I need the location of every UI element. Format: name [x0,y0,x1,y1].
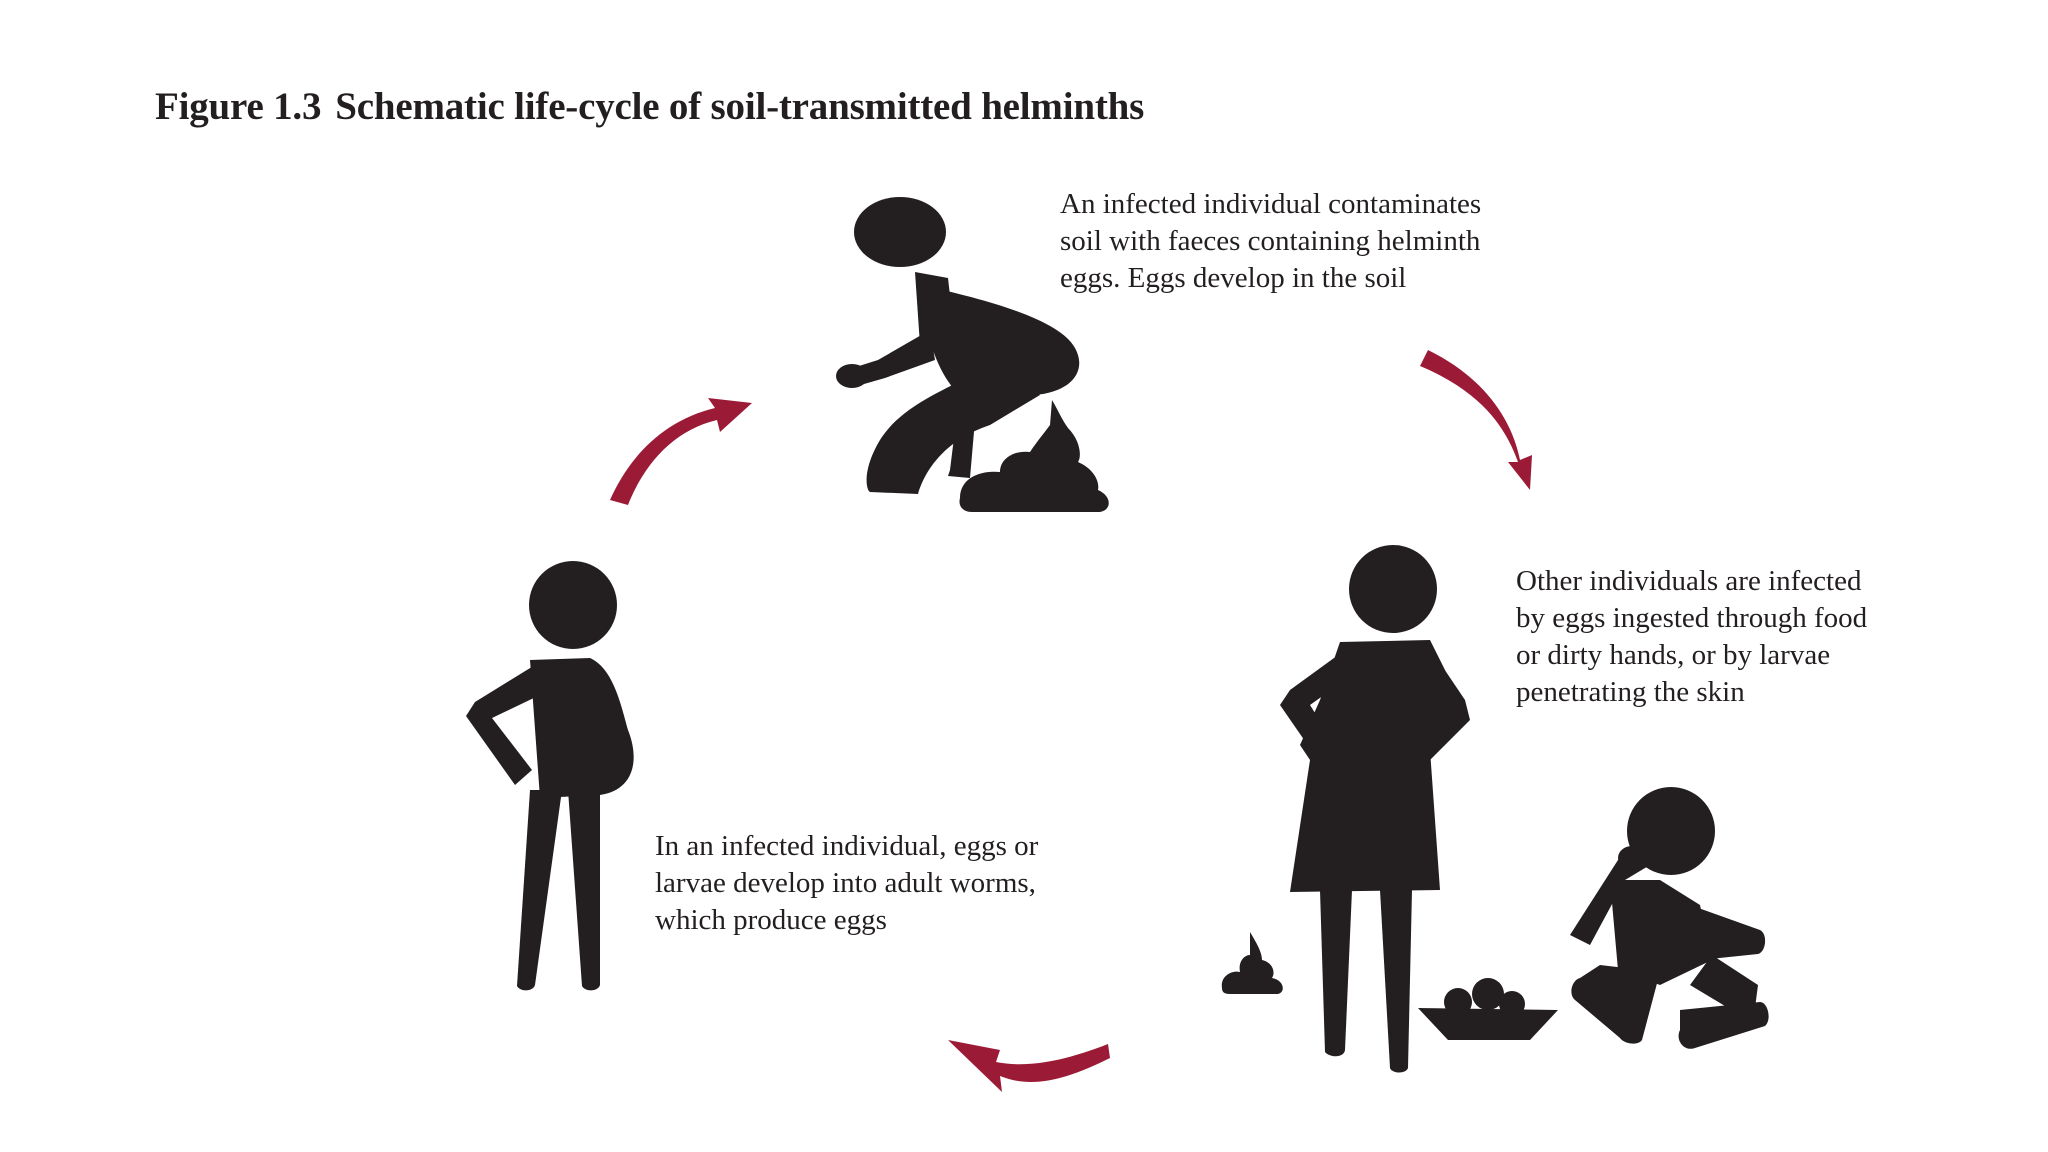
step-caption-infection: Other individuals are infected by eggs i… [1516,563,1867,711]
cycle-arrow-icon [948,1040,1110,1092]
standing-woman-icon [1280,545,1470,1073]
caption-line: or dirty hands, or by larvae [1516,639,1831,671]
caption-line: Other individuals are infected [1516,565,1862,597]
faeces-icon [1221,932,1283,994]
infected-person-icon [466,561,634,991]
defecating-person-icon [836,197,1080,494]
caption-line: soil with faeces containing helminth [1060,225,1481,257]
caption-line: which produce eggs [655,904,887,936]
caption-line: In an infected individual, eggs or [655,830,1039,862]
caption-line: An infected individual contaminates [1060,188,1482,220]
caption-line: penetrating the skin [1516,676,1745,708]
eating-child-icon [1570,787,1769,1049]
figure-label: Figure 1.3 [155,85,322,128]
step-caption-development: In an infected individual, eggs or larva… [655,828,1038,939]
step-caption-contamination: An infected individual contaminates soil… [1060,186,1481,297]
caption-line: larvae develop into adult worms, [655,867,1036,899]
cycle-arrow-icon [610,398,752,505]
food-bowl-icon [1418,978,1558,1040]
caption-line: by eggs ingested through food [1516,602,1868,634]
caption-line: eggs. Eggs develop in the soil [1060,262,1407,294]
figure-title: Figure 1.3 Schematic life-cycle of soil-t… [155,84,1144,129]
cycle-arrow-icon [1420,350,1532,490]
figure-title-text: Schematic life-cycle of soil-transmitted… [335,85,1145,128]
faeces-icon [959,400,1109,512]
